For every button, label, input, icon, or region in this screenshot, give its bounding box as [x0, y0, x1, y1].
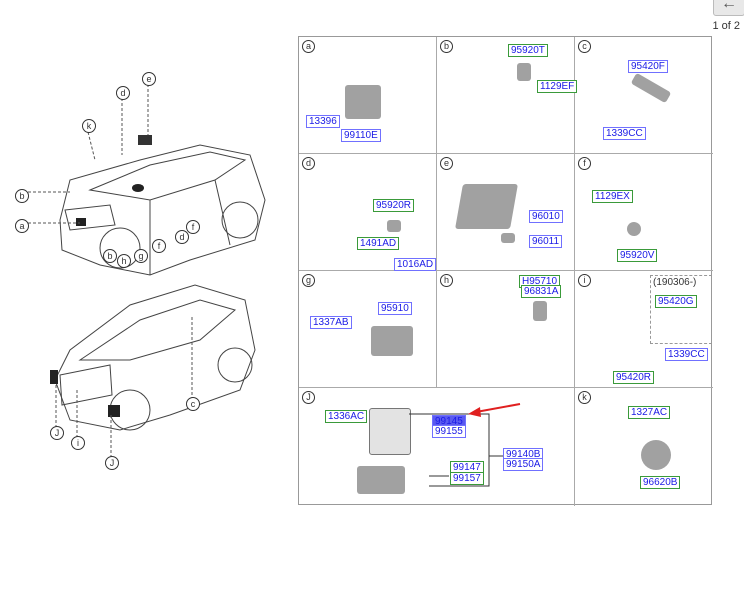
part-label[interactable]: 1129EX: [592, 190, 633, 203]
cell-k: k 1327AC 96620B: [575, 388, 713, 506]
cell-g: g 95910 1337AB: [299, 271, 437, 388]
sensor-image: [630, 72, 672, 104]
callout-b: b: [15, 189, 29, 203]
callout-j: J: [105, 456, 119, 470]
cell-letter: J: [302, 391, 315, 404]
part-label[interactable]: 99110E: [341, 129, 381, 142]
callout-b: b: [103, 249, 117, 263]
part-label[interactable]: 96831A: [521, 285, 562, 298]
cell-letter: g: [302, 274, 315, 287]
part-marker: [138, 135, 152, 145]
part-marker: [108, 405, 120, 417]
radar-module-image: [357, 466, 405, 494]
part-marker: [76, 218, 86, 226]
cell-letter: b: [440, 40, 453, 53]
callout-d: d: [175, 230, 189, 244]
vehicle-illustrations: [28, 84, 266, 458]
callout-d: d: [116, 86, 130, 100]
part-label[interactable]: 95420G: [655, 295, 697, 308]
callout-i: i: [71, 436, 85, 450]
callout-h: h: [117, 254, 131, 268]
part-label[interactable]: 95920T: [508, 44, 548, 57]
callout-f: f: [152, 239, 166, 253]
cell-letter: k: [578, 391, 591, 404]
cell-f: f 1129EX 95920V: [575, 154, 713, 271]
sensor-image: [533, 301, 547, 321]
callout-lines: [28, 84, 193, 458]
red-arrow-icon: [468, 403, 521, 417]
variant-box: [650, 275, 712, 344]
part-marker: [50, 370, 58, 384]
sensor-image: [517, 63, 531, 81]
cell-letter: c: [578, 40, 591, 53]
part-label[interactable]: 1339CC: [603, 127, 646, 140]
part-label[interactable]: 1129EF: [537, 80, 578, 93]
sensor-image: [387, 220, 401, 232]
part-label[interactable]: 1016AD: [394, 258, 437, 271]
part-label[interactable]: 1339CC: [665, 348, 708, 361]
cell-c: c 95420F 1339CC: [575, 37, 713, 154]
bracket-image: [369, 408, 411, 455]
arrow-left-icon: ←: [721, 0, 737, 12]
callout-c: c: [186, 397, 200, 411]
airbag-module-image: [371, 326, 413, 356]
cell-d: d 95920R 1491AD 1016AD: [299, 154, 437, 271]
part-label[interactable]: 99157: [450, 472, 484, 485]
part-label[interactable]: 99155: [432, 425, 466, 438]
cover-image: [501, 233, 515, 243]
cell-letter: d: [302, 157, 315, 170]
part-label[interactable]: 1491AD: [357, 237, 400, 250]
part-label[interactable]: 99150A: [503, 458, 544, 471]
part-label[interactable]: 96620B: [640, 476, 681, 489]
part-label[interactable]: 95910: [378, 302, 412, 315]
part-label[interactable]: 96011: [529, 235, 563, 248]
part-label[interactable]: 95920R: [373, 199, 415, 212]
callout-a: a: [15, 219, 29, 233]
cover-image: [455, 184, 518, 229]
callout-f: f: [186, 220, 200, 234]
part-label[interactable]: 13396: [306, 115, 340, 128]
callout-k: k: [82, 119, 96, 133]
cell-letter: e: [440, 157, 453, 170]
cell-b: b 95920T 1129EF: [437, 37, 578, 154]
sensor-image: [627, 222, 641, 236]
part-label[interactable]: 1327AC: [628, 406, 671, 419]
part-marker: [132, 184, 144, 192]
part-label[interactable]: 99140B: [503, 448, 544, 461]
variant-date: (190306-): [653, 277, 697, 288]
front-car-outline: [59, 144, 266, 276]
part-label[interactable]: 96010: [529, 210, 563, 223]
module-image: [345, 85, 381, 119]
leader-lines: [409, 413, 503, 487]
part-label[interactable]: 1337AB: [310, 316, 352, 329]
callout-g: g: [134, 249, 148, 263]
page-indicator: 1 of 2: [712, 20, 740, 32]
cell-j: J 1336AC 99145 99155 99140B 99150A 99147…: [299, 388, 575, 506]
cell-i: i (190306-) 95420G 1339CC 95420R: [575, 271, 713, 388]
callout-e: e: [142, 72, 156, 86]
part-label[interactable]: 95420F: [628, 60, 668, 73]
part-label[interactable]: 95420R: [613, 371, 655, 384]
cell-e: e 96010 96011: [437, 154, 575, 271]
cell-letter: a: [302, 40, 315, 53]
cell-letter: i: [578, 274, 591, 287]
cell-h: h H95710 96831A: [437, 271, 575, 388]
back-button[interactable]: ←: [713, 0, 744, 16]
part-label[interactable]: 1336AC: [325, 410, 368, 423]
rear-car-outline: [54, 284, 256, 431]
part-label[interactable]: 95920V: [617, 249, 658, 262]
parts-grid: a 13396 99110E b 95920T 1129EF c 95420F …: [298, 36, 713, 506]
cell-letter: f: [578, 157, 591, 170]
cell-letter: h: [440, 274, 453, 287]
cell-a: a 13396 99110E: [299, 37, 437, 154]
horn-image: [641, 440, 671, 470]
callout-j: J: [50, 426, 64, 440]
